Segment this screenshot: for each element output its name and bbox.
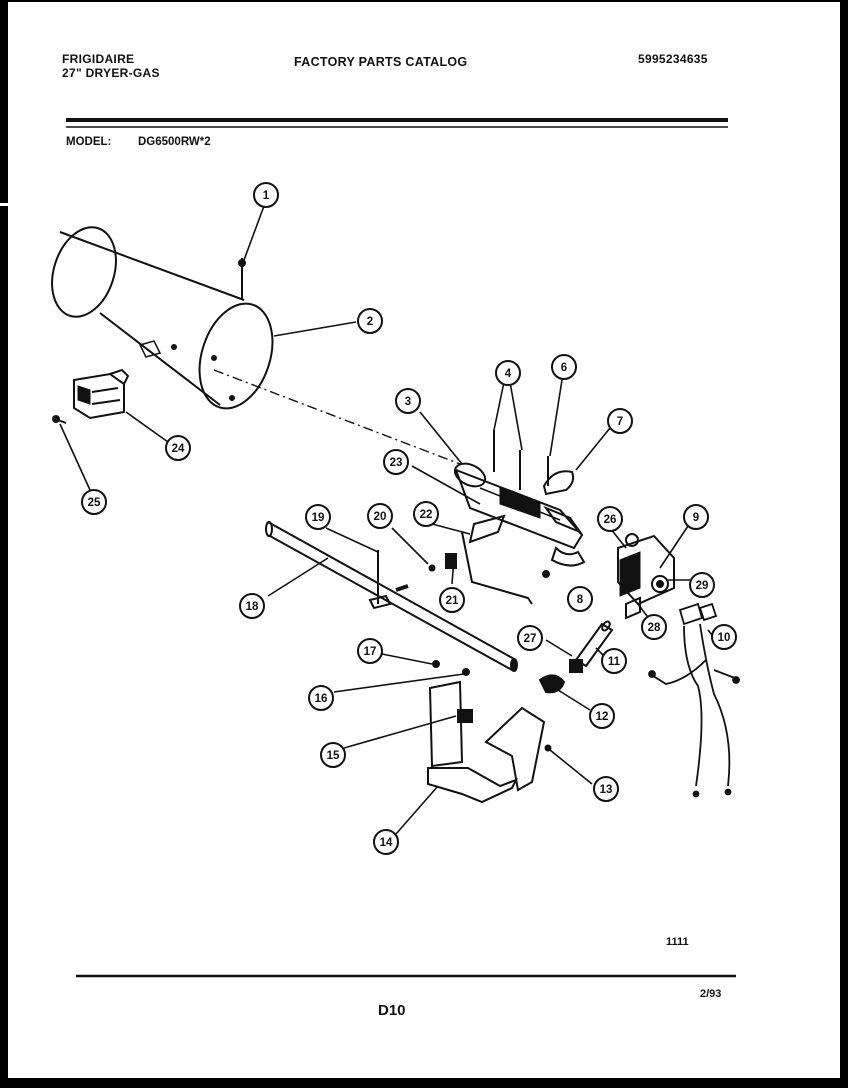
callout-label: 2 (367, 316, 373, 328)
callout-27: 27 (517, 625, 543, 651)
callout-2: 2 (357, 308, 383, 334)
callout-label: 28 (648, 622, 661, 634)
callout-label: 26 (604, 514, 617, 526)
callout-label: 20 (374, 511, 387, 523)
drum-screw (238, 258, 246, 300)
igniter-bracket (428, 514, 533, 605)
callout-label: 6 (561, 362, 567, 374)
callout-label: 19 (312, 512, 325, 524)
orifice-fittings (538, 620, 614, 694)
callout-21: 21 (439, 587, 465, 613)
callout-label: 18 (246, 601, 259, 613)
callout-3: 3 (395, 388, 421, 414)
burner-housing (453, 462, 584, 550)
callout-26: 26 (597, 506, 623, 532)
page-date: 2/93 (700, 988, 722, 1000)
callout-9: 9 (683, 504, 709, 530)
callout-label: 7 (617, 416, 623, 428)
callout-label: 29 (696, 580, 709, 592)
callout-label: 13 (600, 784, 613, 796)
model-label: MODEL: (66, 136, 112, 148)
callout-7: 7 (607, 408, 633, 434)
callout-18: 18 (239, 593, 265, 619)
model-number: DG6500RW*2 (138, 136, 211, 148)
callout-label: 12 (596, 711, 609, 723)
callout-label: 9 (693, 512, 699, 524)
callout-14: 14 (373, 829, 399, 855)
callout-11: 11 (601, 648, 627, 674)
callout-4: 4 (495, 360, 521, 386)
catalog-sheet (8, 2, 840, 1078)
callout-16: 16 (308, 685, 334, 711)
callout-19: 19 (305, 504, 331, 530)
callout-label: 14 (380, 837, 393, 849)
callout-label: 11 (608, 656, 621, 668)
callout-label: 10 (718, 632, 731, 644)
callout-label: 16 (315, 693, 328, 705)
gas-valve-assembly (617, 533, 675, 620)
callout-label: 8 (577, 594, 584, 606)
callout-20: 20 (367, 503, 393, 529)
callout-17: 17 (357, 638, 383, 664)
product-name: 27" DRYER-GAS (62, 66, 160, 80)
callout-label: 4 (505, 368, 512, 380)
assembly-centerline (213, 369, 461, 465)
callout-23: 23 (383, 449, 409, 475)
callout-label: 1 (263, 190, 270, 202)
callout-12: 12 (589, 703, 615, 729)
drawing-code: 1111 (666, 936, 689, 948)
callout-6: 6 (551, 354, 577, 380)
header-rule (66, 118, 728, 128)
callout-label: 15 (327, 750, 340, 762)
callout-label: 17 (364, 646, 377, 658)
catalog-title: FACTORY PARTS CATALOG (294, 55, 468, 69)
callout-label: 24 (172, 443, 185, 455)
callout-8: 8 (567, 586, 593, 612)
callout-leaders (59, 205, 717, 835)
callout-label: 27 (524, 633, 537, 645)
wiring-harness (648, 602, 741, 798)
callout-15: 15 (320, 742, 346, 768)
catalog-number: 5995234635 (638, 52, 708, 66)
callout-label: 25 (88, 497, 101, 509)
mounting-screw (52, 415, 67, 424)
callout-22: 22 (413, 501, 439, 527)
page-number: D10 (378, 1002, 406, 1019)
brand-name: FRIGIDAIRE (62, 52, 135, 66)
callout-label: 21 (446, 595, 459, 607)
thermostat-bracket (73, 368, 130, 420)
callout-13: 13 (593, 776, 619, 802)
callout-1: 1 (253, 182, 279, 208)
valve-bracket (427, 660, 552, 804)
burner-clips (493, 430, 586, 578)
callout-25: 25 (81, 489, 107, 515)
callout-24: 24 (165, 435, 191, 461)
callout-10: 10 (711, 624, 737, 650)
callout-28: 28 (641, 614, 667, 640)
callout-label: 3 (405, 396, 411, 408)
scan-edge-mark (0, 203, 8, 206)
callout-label: 23 (390, 457, 403, 469)
dryer-drum (51, 226, 274, 410)
callout-label: 22 (420, 509, 433, 521)
burner-tube (265, 521, 518, 672)
callout-29: 29 (689, 572, 715, 598)
